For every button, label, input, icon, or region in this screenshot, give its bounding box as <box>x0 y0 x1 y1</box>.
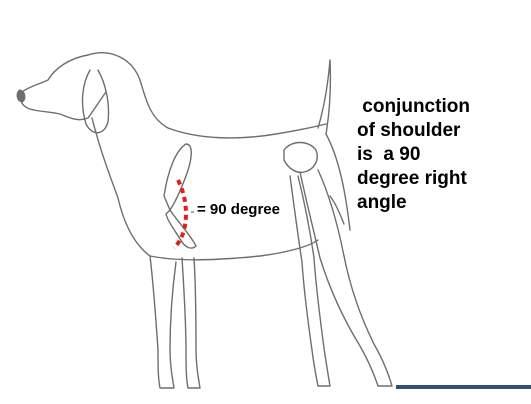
shoulder-angle-note-line: of shoulder <box>357 119 529 143</box>
shoulder-angle-note-line: angle <box>357 191 529 215</box>
angle-value-label: = 90 degree <box>194 199 283 221</box>
dog-neck-back-outline <box>88 53 326 138</box>
pelvis-bone <box>284 143 317 173</box>
humerus-bone <box>166 210 196 248</box>
front-leg-far <box>182 258 200 388</box>
front-leg-near <box>150 256 176 388</box>
shoulder-angle-note-line: conjunction <box>357 95 529 119</box>
dog-ear-outline <box>83 70 109 133</box>
hind-leg-far <box>290 176 330 386</box>
dog-belly-outline <box>150 240 318 260</box>
dog-chest-front-outline <box>92 118 150 256</box>
dog-head-outline <box>21 55 107 120</box>
bottom-accent-bar <box>396 385 531 389</box>
dog-tail-outline <box>318 60 330 134</box>
scapula-bone <box>164 144 191 210</box>
dog-nose <box>17 90 25 102</box>
dog-rump-outline <box>326 134 350 230</box>
shoulder-angle-note-line: degree right <box>357 167 529 191</box>
shoulder-angle-note-line: is a 90 <box>357 143 529 167</box>
